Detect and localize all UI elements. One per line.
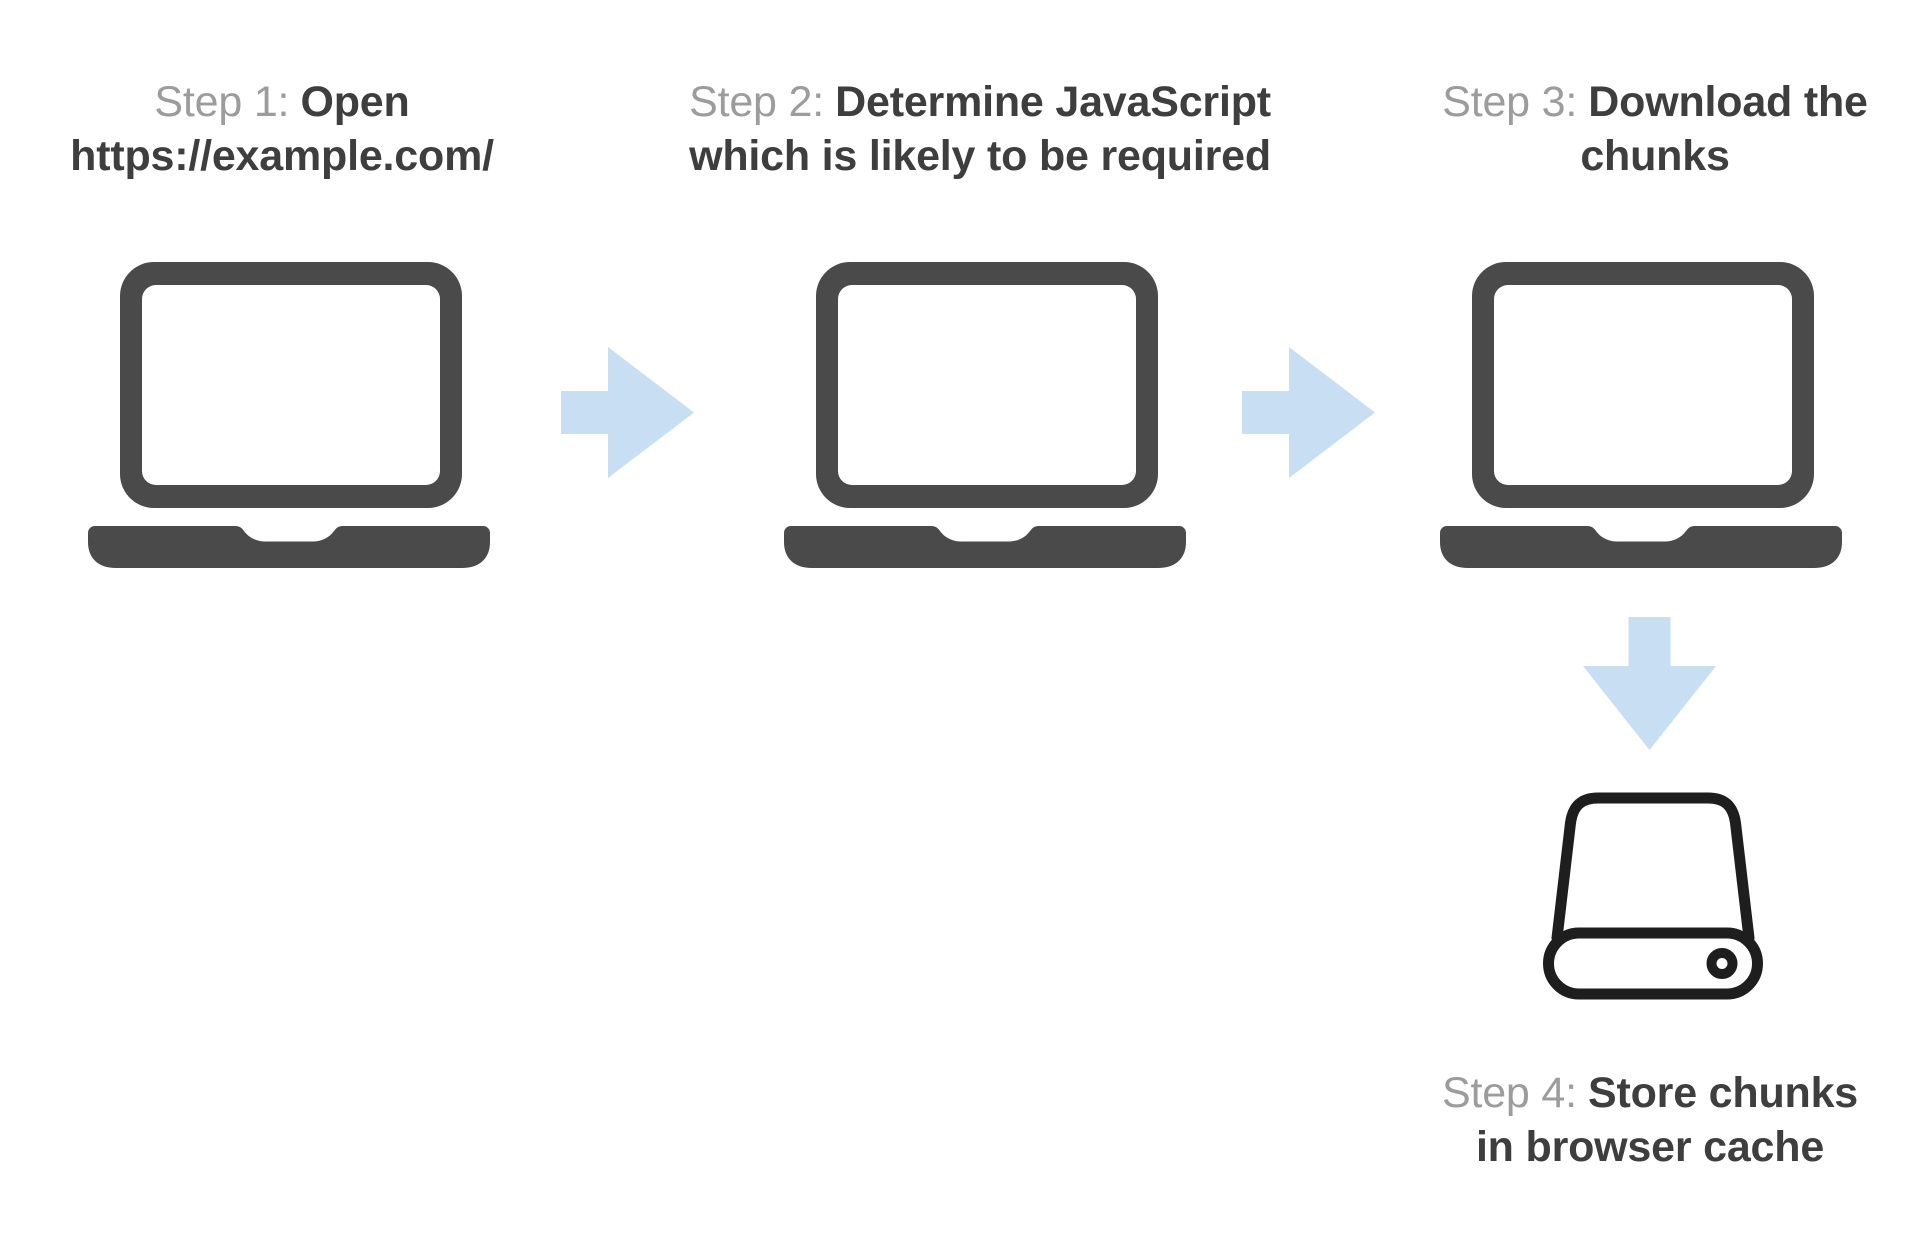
step-3-label: Step 3: — [1442, 78, 1578, 126]
laptop-icon — [1440, 262, 1842, 568]
step-1-label: Step 1: — [154, 78, 290, 126]
step-4-caption: Step 4:Store chunks in browser cache — [1442, 1066, 1858, 1174]
step-1-caption: Step 1:Open https://example.com/ — [70, 75, 494, 183]
step-2-title-line1: Determine JavaScript — [835, 78, 1271, 126]
step-3-caption: Step 3:Download the chunks — [1442, 75, 1868, 183]
laptop-icon — [784, 262, 1186, 568]
hard-drive-icon — [1543, 792, 1763, 1000]
step-4-title-line1: Store chunks — [1588, 1069, 1859, 1117]
step-4-label: Step 4: — [1441, 1069, 1577, 1117]
arrow-right-icon — [1242, 347, 1375, 478]
step-2-title-line2: which is likely to be required — [689, 132, 1271, 180]
arrow-down-icon — [1583, 617, 1716, 750]
step-4-title-line2: in browser cache — [1475, 1123, 1825, 1171]
step-3-title-line1: Download the — [1588, 78, 1868, 126]
step-2-caption: Step 2:Determine JavaScript which is lik… — [689, 75, 1271, 183]
step-3-title-line2: chunks — [1580, 132, 1730, 180]
step-1-title-line1: Open — [300, 78, 410, 126]
laptop-icon — [88, 262, 490, 568]
arrow-right-icon — [561, 347, 694, 478]
step-1-title-line2: https://example.com/ — [70, 132, 494, 180]
step-2-label: Step 2: — [689, 78, 824, 126]
